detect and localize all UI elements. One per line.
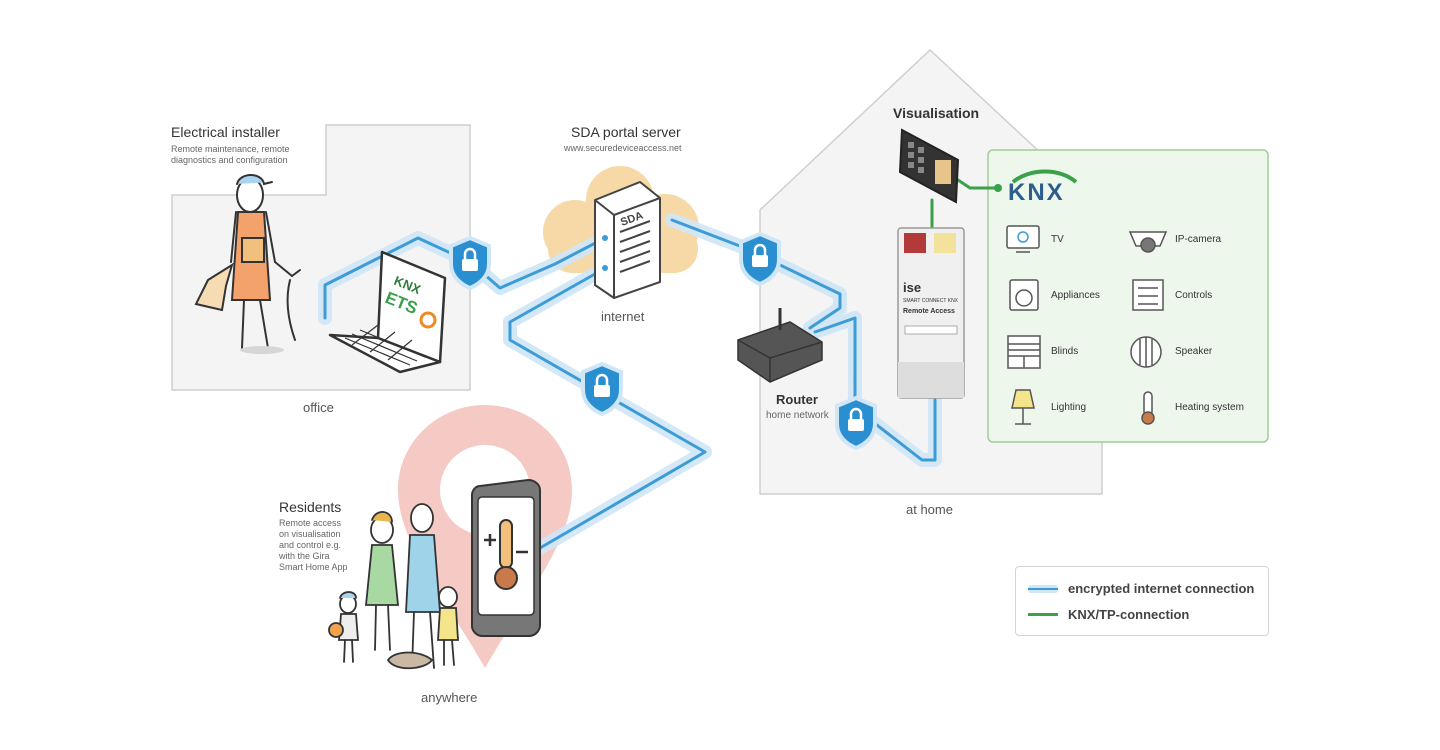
legend-label-knx: KNX/TP-connection: [1068, 607, 1190, 622]
internet-place-label: internet: [601, 309, 645, 324]
visualisation-title: Visualisation: [893, 105, 980, 121]
office-place-label: office: [303, 400, 334, 415]
ip-camera-icon: [1128, 231, 1168, 253]
laptop-icon: KNX ETS: [328, 250, 447, 374]
server-to-router-connection: [670, 218, 842, 330]
smartphone-icon: [471, 478, 541, 637]
device-label-tv: TV: [1051, 234, 1064, 245]
anywhere-place-label: anywhere: [421, 690, 478, 705]
speaker-icon: [1130, 336, 1162, 368]
lock-shield-icon: [449, 235, 491, 291]
gateway-model-label: SMART CONNECT KNX: [903, 298, 959, 304]
router-title: Router: [776, 392, 818, 407]
server-url: www.securedeviceaccess.net: [564, 143, 682, 153]
residents-title: Residents: [279, 499, 342, 515]
device-label-ip-camera: IP-camera: [1175, 234, 1222, 245]
thermometer-icon: [1141, 391, 1155, 425]
residents-desc-line-4: with the Gira: [279, 551, 330, 561]
router-icon: [737, 308, 823, 383]
lock-shield-icon: [835, 395, 877, 451]
tv-icon: [1006, 225, 1040, 253]
office-desc-line-2: diagnostics and configuration: [171, 155, 288, 165]
installer-shadow: [240, 346, 284, 354]
legend-label-encrypted: encrypted internet connection: [1068, 581, 1255, 596]
gateway-brand-label: ise: [903, 280, 921, 295]
router-to-gateway-connection: [813, 316, 937, 462]
device-label-lighting: Lighting: [1051, 402, 1087, 413]
washing-machine-icon: [1009, 279, 1039, 311]
legend-item-knx: KNX/TP-connection: [1028, 607, 1189, 622]
knx-connections: [930, 178, 1000, 230]
knx-logo-text: KNX: [1008, 179, 1065, 206]
knx-device-panel: [987, 149, 1269, 443]
residents-desc-line-3: and control e.g.: [279, 540, 342, 550]
legend-item-encrypted: encrypted internet connection: [1028, 581, 1254, 596]
device-label-appliances: Appliances: [1051, 290, 1100, 301]
visualisation-tablet-icon: [898, 128, 960, 204]
sda-server-tower-icon: SDA: [594, 181, 661, 299]
residents-desc-line-2: on visualisation: [279, 529, 341, 539]
residents-desc-line-1: Remote access: [279, 518, 342, 528]
legend: encrypted internet connection KNX/TP-con…: [1015, 566, 1269, 636]
gateway-function-label: Remote Access: [903, 308, 955, 315]
office-desc-line-1: Remote maintenance, remote: [171, 144, 290, 154]
device-label-speaker: Speaker: [1175, 346, 1213, 357]
home-place-label: at home: [906, 502, 953, 517]
knx-gateway-device-icon: ise SMART CONNECT KNX Remote Access: [897, 227, 965, 399]
knx-logo: KNX: [1008, 169, 1078, 206]
lock-shield-icon: [581, 361, 623, 417]
lamp-icon: [1011, 389, 1035, 425]
office-title: Electrical installer: [171, 124, 280, 140]
server-title: SDA portal server: [571, 124, 681, 140]
device-label-controls: Controls: [1175, 290, 1213, 301]
router-desc: home network: [766, 410, 829, 421]
device-label-blinds: Blinds: [1051, 346, 1079, 357]
controls-icon: [1132, 279, 1164, 311]
legend-swatch-encrypted: [1028, 584, 1058, 593]
phone-to-server-connection: [508, 268, 707, 550]
blinds-icon: [1007, 335, 1041, 369]
legend-swatch-knx: [1028, 613, 1058, 616]
residents-figures: [328, 503, 459, 670]
lock-shield-icon: [739, 231, 781, 287]
device-label-heating: Heating system: [1175, 402, 1244, 413]
installer-figure: [194, 174, 301, 349]
residents-desc-line-5: Smart Home App: [279, 562, 348, 572]
